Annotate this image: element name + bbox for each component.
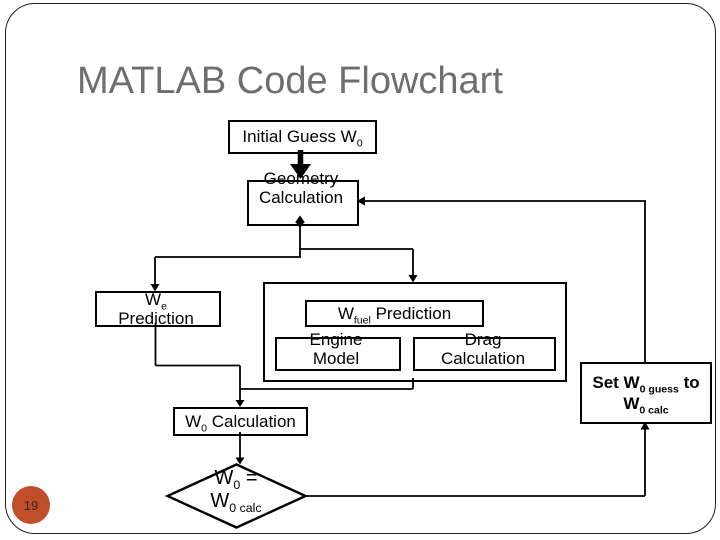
slide-border-frame [5,3,716,534]
node-set-w0-guess: Set W0 guess to W0 calc [580,362,712,424]
node-drag-calculation [413,337,556,371]
node-we-prediction [95,291,221,327]
node-engine-model [275,337,401,371]
node-initial-guess: Initial Guess W0 [228,120,377,154]
slide-title: MATLAB Code Flowchart [77,60,503,102]
node-w0-calculation-label: W0 Calculation [185,411,296,434]
page-number-badge: 19 [12,486,50,524]
node-we-prediction-label: We Prediction [118,290,194,328]
node-wfuel-prediction-label: Wfuel Prediction [337,303,452,326]
node-w0-calculation: W0 Calculation [173,407,308,436]
node-initial-guess-label: Initial Guess W0 [242,127,363,150]
node-wfuel-prediction: Wfuel Prediction [305,300,484,327]
page-number: 19 [23,497,39,513]
node-decision-label: W0 = W0 calc [210,467,262,515]
